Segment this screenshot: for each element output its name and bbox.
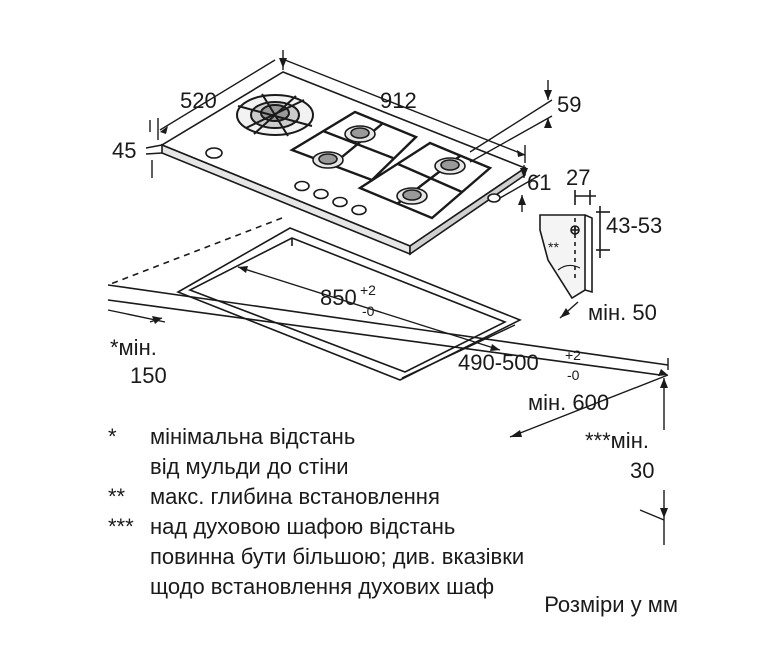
mounting-clip-detail <box>539 190 610 300</box>
legend-text: макс. глибина встановлення <box>150 484 440 509</box>
dim-490-500: 490-500 <box>458 350 539 375</box>
dim-min-150-value: 150 <box>130 363 167 388</box>
legend-text: над духовою шафою відстань <box>150 514 456 539</box>
dimension-arrows <box>152 58 668 518</box>
legend-mark <box>108 542 150 572</box>
dim-850: 850 <box>320 285 357 310</box>
legend-row: від мульди до стіни <box>108 452 668 482</box>
legend-mark <box>108 572 150 602</box>
clip-depth-mark: ** <box>548 239 559 255</box>
legend-text: повинна бути більшою; див. вказівки <box>150 544 525 569</box>
legend: * мінімальна відстань від мульди до стін… <box>108 422 668 602</box>
legend-row: * мінімальна відстань <box>108 422 668 452</box>
legend-text: від мульди до стіни <box>150 454 349 479</box>
burner-front-right <box>396 187 428 205</box>
dim-27: 27 <box>566 165 590 190</box>
dim-490-500-tol-minus: -0 <box>567 367 580 383</box>
units-note: Розміри у мм <box>544 592 678 617</box>
dim-min-30-value: 30 <box>630 458 654 483</box>
dim-min-30-label: ***мін. <box>585 428 649 453</box>
dim-850-tol-plus: +2 <box>360 282 376 298</box>
dim-min-600: мін. 600 <box>528 390 609 415</box>
legend-mark: *** <box>108 514 134 539</box>
legend-row: повинна бути більшою; див. вказівки <box>108 542 668 572</box>
dim-45: 45 <box>112 138 136 163</box>
burner-rear-left <box>344 125 376 143</box>
burner-rear-right <box>434 157 466 175</box>
dim-min-50: мін. 50 <box>588 300 657 325</box>
legend-mark: ** <box>108 484 126 509</box>
dim-min-150-label: *мін. <box>110 335 157 360</box>
dim-850-tol-minus: -0 <box>362 303 375 319</box>
legend-text: щодо встановлення духових шаф <box>150 574 495 599</box>
legend-row: *** над духовою шафою відстань <box>108 512 668 542</box>
dim-43-53: 43-53 <box>606 213 662 238</box>
dim-61: 61 <box>527 170 551 195</box>
burner-front-left <box>312 151 344 169</box>
wok-burner <box>236 93 314 137</box>
legend-row: ** макс. глибина встановлення <box>108 482 668 512</box>
legend-mark: * <box>108 424 117 449</box>
dim-912: 912 <box>380 88 417 113</box>
legend-mark <box>108 452 150 482</box>
legend-row: щодо встановлення духових шаф <box>108 572 668 602</box>
dim-59: 59 <box>557 92 581 117</box>
dim-520: 520 <box>180 88 217 113</box>
legend-text: мінімальна відстань <box>150 424 356 449</box>
countertop <box>107 217 669 381</box>
dim-490-500-tol-plus: +2 <box>565 347 581 363</box>
